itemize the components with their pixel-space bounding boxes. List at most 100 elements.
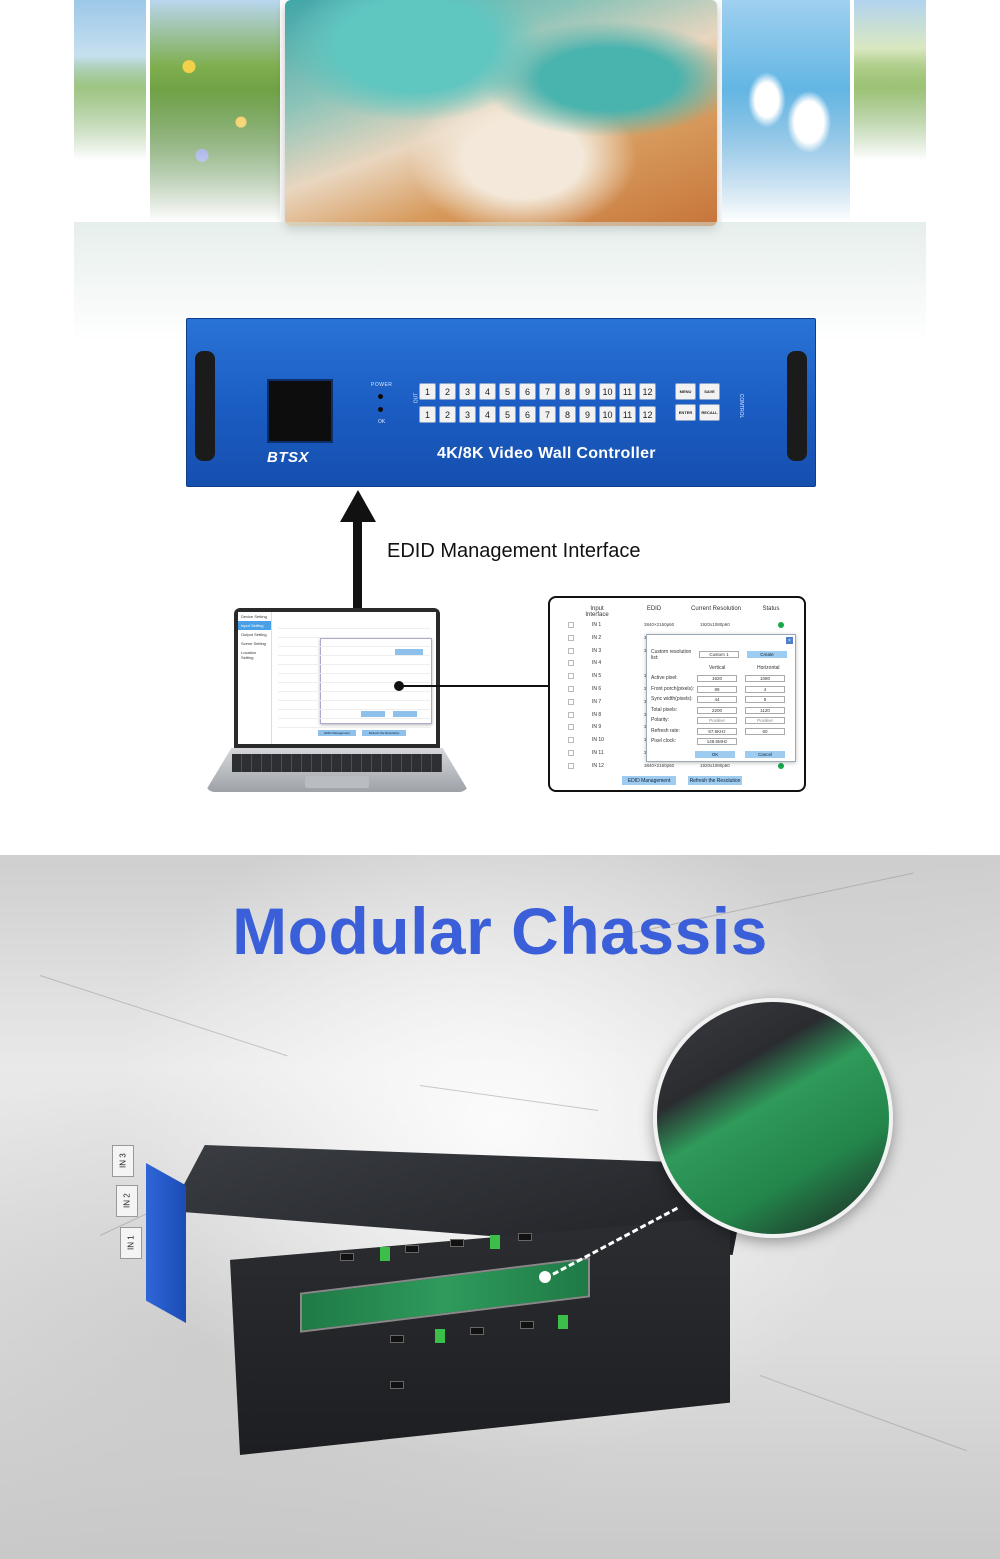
status-led [378,407,383,412]
row-checkbox[interactable] [568,647,574,654]
slot-label-in3: IN 3 [112,1145,134,1177]
laptop-sidebar-item: Location Setting [241,650,257,660]
input-key-10[interactable]: 10 [599,383,616,400]
cancel-button[interactable]: Cancel [745,751,785,758]
edid-ui-zoom: Input Interface EDID Current Resolution … [548,596,806,792]
row-input: IN 11 [592,750,604,756]
row-input: IN 9 [592,724,602,731]
output-key-9[interactable]: 9 [579,406,596,423]
callout-line [402,685,549,687]
row-checkbox[interactable] [568,737,574,744]
laptop-table-row [278,700,430,701]
input-key-9[interactable]: 9 [579,383,596,400]
field-vertical-input[interactable]: 1920 [697,675,737,682]
input-key-12[interactable]: 12 [639,383,656,400]
row-checkbox[interactable] [568,622,574,628]
row-checkbox[interactable] [568,686,574,692]
row-input: IN 5 [592,673,602,680]
input-key-3[interactable]: 3 [459,383,476,400]
output-key-10[interactable]: 10 [599,406,616,423]
hdmi-port [518,1233,532,1241]
modular-chassis [146,1145,750,1455]
input-key-1[interactable]: 1 [419,383,436,400]
output-key-8[interactable]: 8 [559,406,576,423]
card-detail-zoom [653,998,893,1238]
field-horizontal-input[interactable]: 60 [745,727,785,735]
field-vertical-input[interactable]: 2200 [697,706,737,714]
input-key-5[interactable]: 5 [499,383,516,400]
output-key-4[interactable]: 4 [479,406,496,423]
output-key-5[interactable]: 5 [499,406,516,423]
field-label: Total pixels: [651,706,678,713]
video-wall-panel-flowers [150,0,280,222]
output-key-7[interactable]: 7 [539,406,556,423]
col-input-interface: Input Interface [585,606,609,618]
row-checkbox[interactable] [568,762,574,769]
field-vertical-input[interactable]: 44 [697,696,737,703]
ok-button[interactable]: OK [695,751,735,758]
close-icon[interactable]: × [786,637,793,644]
output-key-2[interactable]: 2 [439,406,456,423]
row-checkbox[interactable] [568,634,574,641]
terminal-block [435,1329,445,1343]
status-dot-icon [778,622,784,628]
up-arrow-icon [340,490,376,522]
row-checkbox[interactable] [568,711,574,718]
video-wall-panel-terraces [285,0,717,226]
output-key-6[interactable]: 6 [519,406,536,423]
function-key-3[interactable]: ENTER [675,404,696,421]
function-key-2[interactable]: SAVE [699,383,720,400]
left-handle [195,351,215,461]
function-key-1[interactable]: MENU [675,383,696,400]
custom-resolution-label: Custom resolution list: [651,649,692,661]
field-horizontal-input[interactable]: 1080 [745,675,785,682]
row-checkbox[interactable] [568,660,574,667]
input-key-6[interactable]: 6 [519,383,536,400]
field-vertical-input[interactable]: 148.5MHz [697,738,737,745]
laptop-trackpad [305,776,369,788]
control-label: CONTROL [738,393,745,419]
input-key-8[interactable]: 8 [559,383,576,400]
input-key-2[interactable]: 2 [439,383,456,400]
row-checkbox[interactable] [568,673,574,680]
custom-resolution-select[interactable]: Custom 1 [699,651,739,658]
field-horizontal-input[interactable]: 1120 [745,706,785,714]
output-key-12[interactable]: 12 [639,406,656,423]
field-label: Active pixel: [651,675,678,681]
field-vertical-input[interactable]: Positive [697,717,737,724]
create-button[interactable]: Create [747,651,787,658]
input-key-7[interactable]: 7 [539,383,556,400]
edid-management-button[interactable]: EDID Management [622,776,676,785]
function-key-4[interactable]: RECALL [699,404,720,421]
row-input: IN 6 [592,686,602,692]
col-horizontal: Horizontal [757,665,780,671]
row-input: IN 12 [592,762,604,769]
laptop-table-row [278,664,430,665]
field-vertical-input[interactable]: 67.5KHz [697,727,737,735]
field-horizontal-input[interactable]: 4 [745,685,785,693]
laptop-ok-button [361,711,385,717]
input-key-11[interactable]: 11 [619,383,636,400]
slot-label-in2: IN 2 [116,1185,138,1217]
output-key-11[interactable]: 11 [619,406,636,423]
row-input: IN 7 [592,698,602,705]
field-vertical-input[interactable]: 88 [697,685,737,693]
input-key-4[interactable]: 4 [479,383,496,400]
output-key-3[interactable]: 3 [459,406,476,423]
row-checkbox[interactable] [568,750,574,756]
laptop-table-row [278,673,430,674]
laptop-resolution-dialog [320,638,432,724]
power-led [378,394,383,399]
row-checkbox[interactable] [568,698,574,705]
video-wall-panel-village [854,0,926,160]
field-horizontal-input[interactable]: 5 [745,696,785,703]
refresh-resolution-button[interactable]: Refresh the Resolution [688,776,742,785]
laptop-cancel-button [393,711,417,717]
row-checkbox[interactable] [568,724,574,731]
field-horizontal-input[interactable]: Positive [745,717,785,724]
output-key-1[interactable]: 1 [419,406,436,423]
